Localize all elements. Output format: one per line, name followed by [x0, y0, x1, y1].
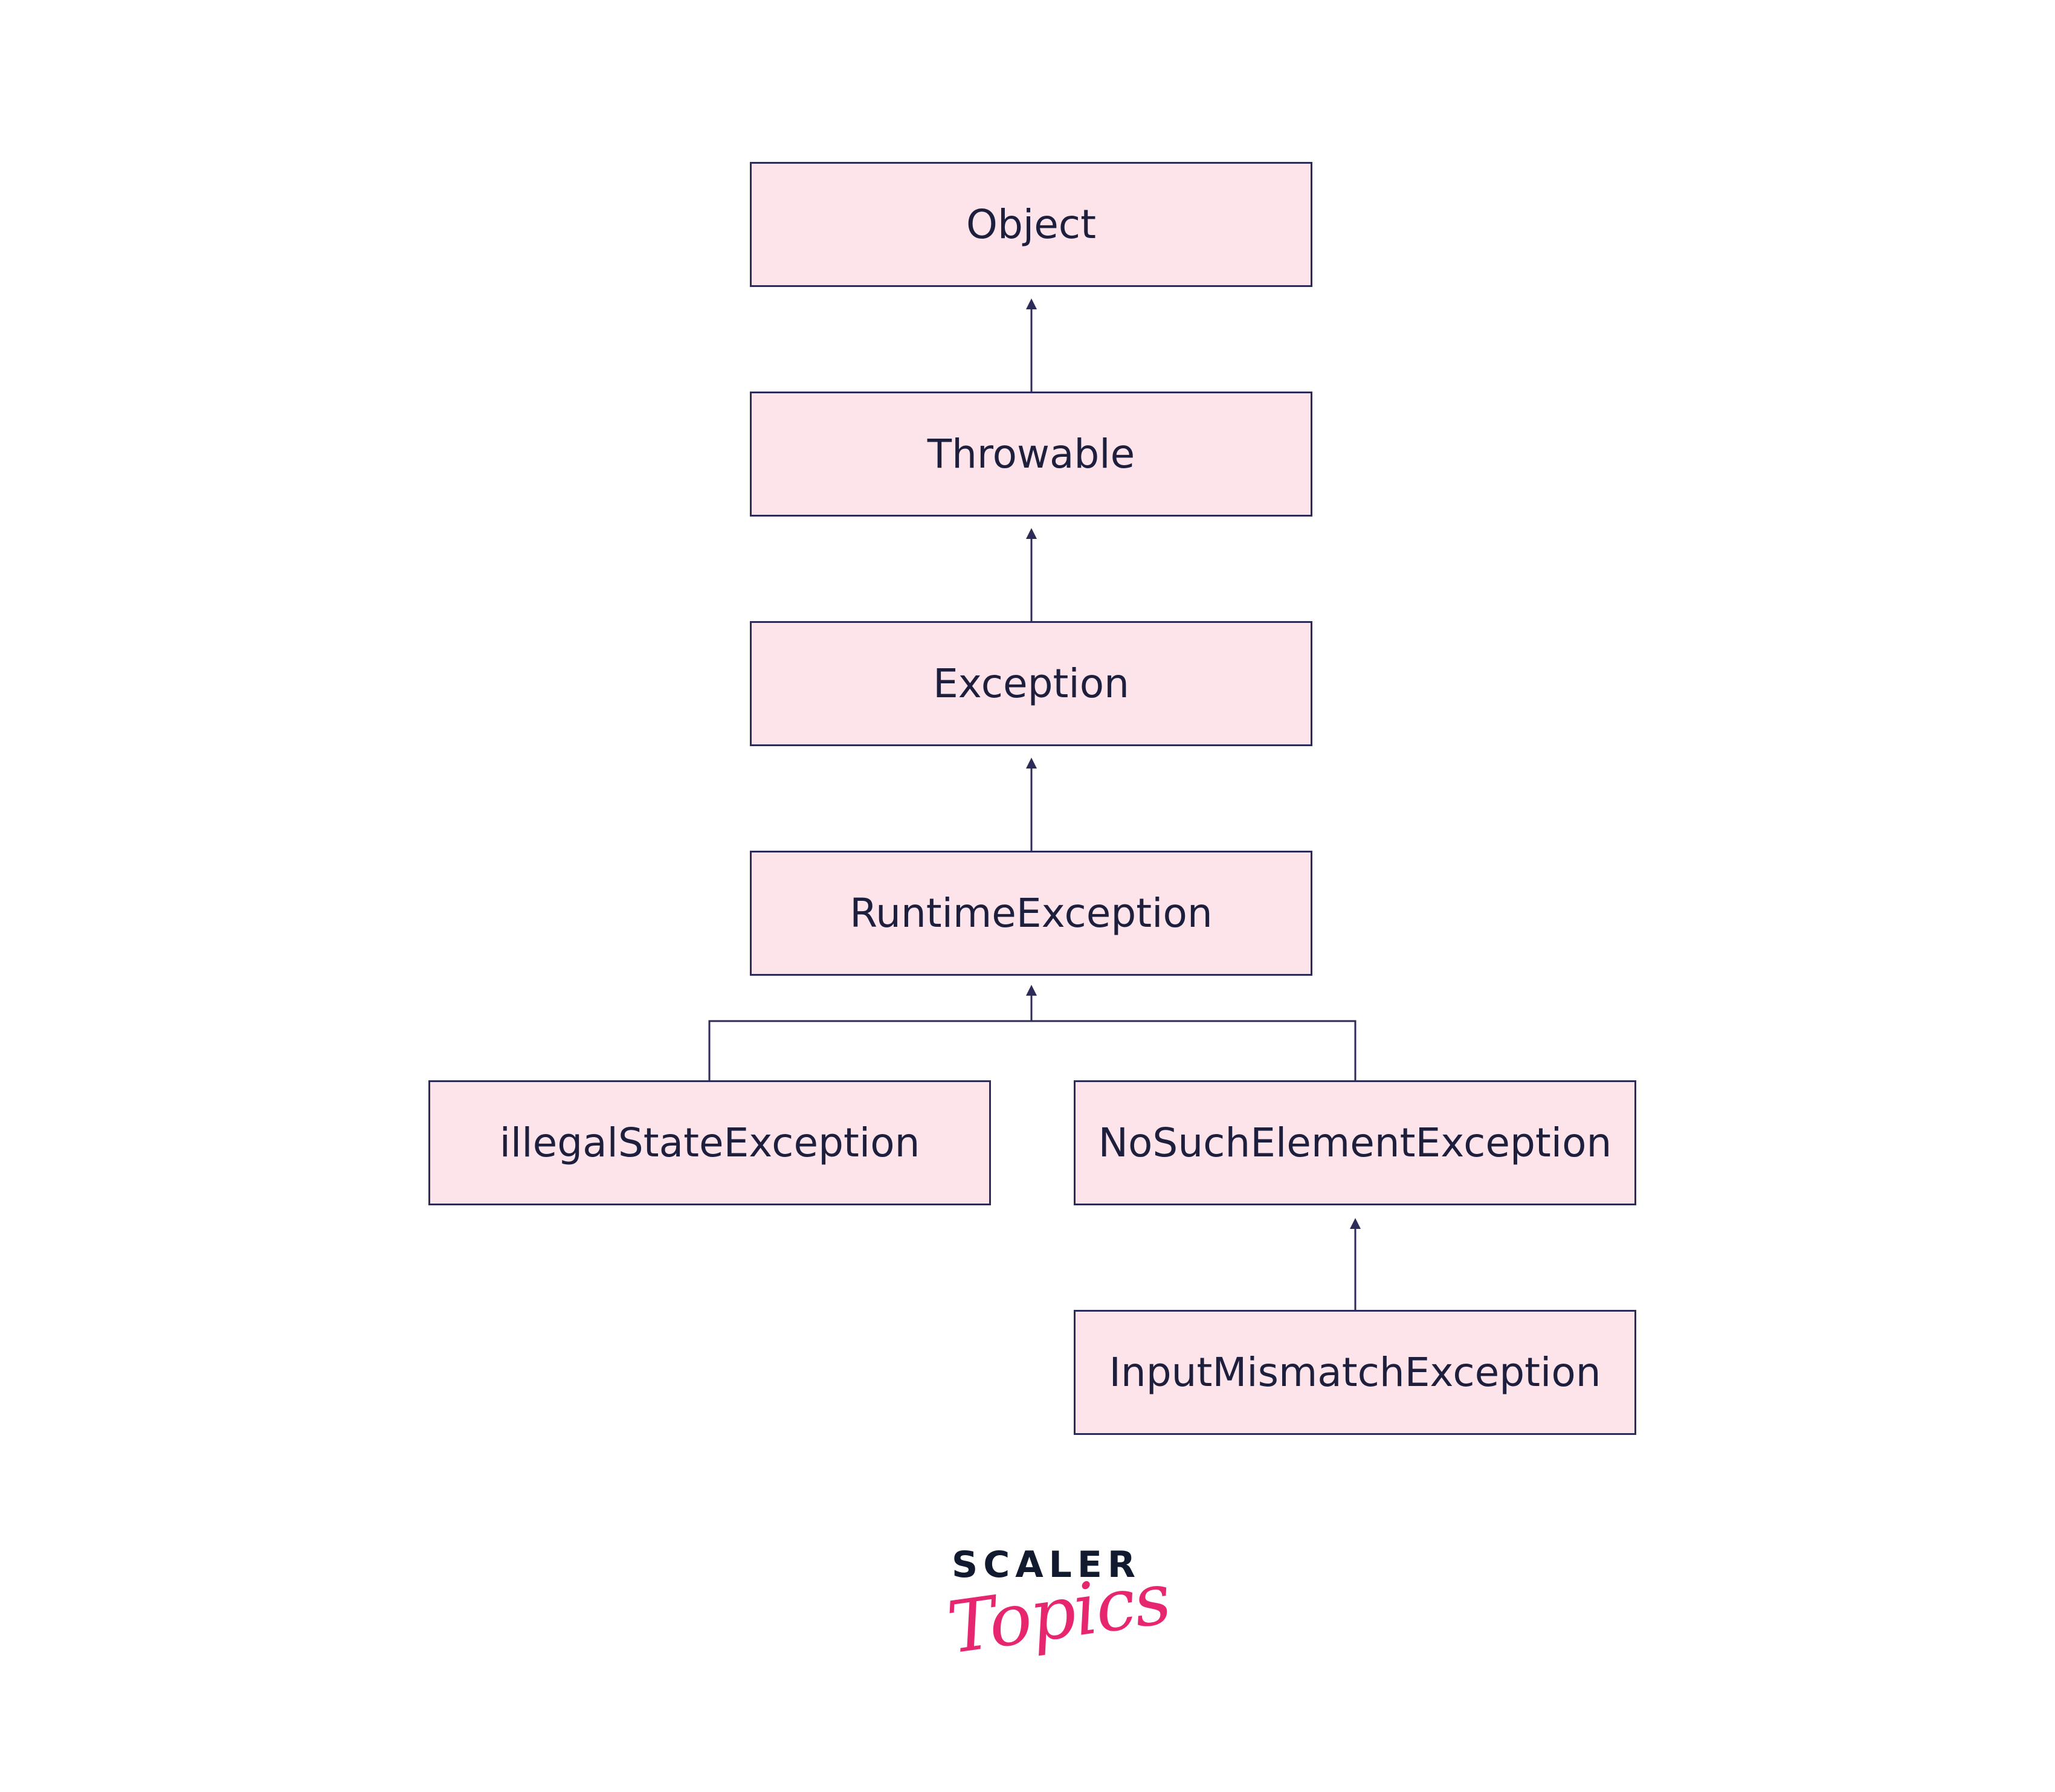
node-label: Exception — [933, 660, 1129, 707]
node-runtime-exception: RuntimeException — [750, 851, 1312, 976]
node-label: RuntimeException — [850, 890, 1213, 936]
edge-runtime-to-exception — [1026, 758, 1037, 851]
node-label: illegalStateException — [499, 1120, 920, 1166]
edge-inputmismatch-to-nosuchelement — [1350, 1218, 1361, 1310]
node-label: Object — [966, 201, 1096, 248]
node-exception: Exception — [750, 621, 1312, 746]
node-throwable: Throwable — [750, 392, 1312, 517]
node-input-mismatch-exception: InputMismatchException — [1074, 1310, 1636, 1435]
edge-children-to-runtime — [708, 985, 1357, 1080]
edge-exception-to-throwable — [1026, 528, 1037, 621]
scaler-topics-logo: SCALER Topics — [943, 1544, 1175, 1701]
node-illegal-state-exception: illegalStateException — [428, 1080, 991, 1205]
node-no-such-element-exception: NoSuchElementException — [1074, 1080, 1636, 1205]
node-label: InputMismatchException — [1109, 1349, 1601, 1396]
logo-wordmark: SCALER — [952, 1544, 1141, 1586]
node-label: NoSuchElementException — [1098, 1120, 1612, 1166]
node-label: Throwable — [927, 431, 1135, 477]
edge-throwable-to-object — [1026, 298, 1037, 392]
node-object: Object — [750, 162, 1312, 287]
